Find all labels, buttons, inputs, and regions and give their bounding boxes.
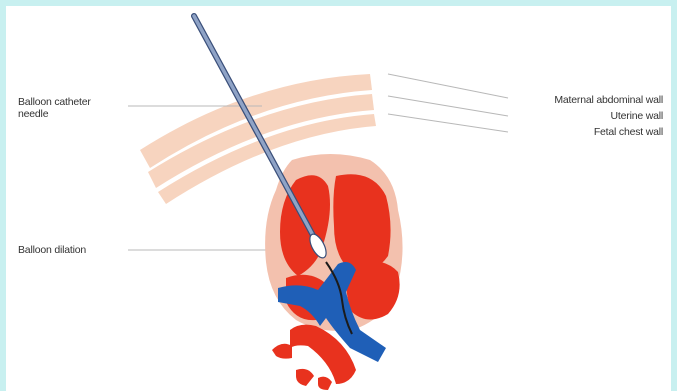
vessel-branch-left bbox=[272, 344, 292, 359]
vessel-branch-mid bbox=[318, 377, 332, 390]
label-balloon-catheter-needle-line2: needle bbox=[18, 108, 91, 120]
label-fetal-chest-wall: Fetal chest wall bbox=[483, 126, 663, 138]
vessel-branch-bottom bbox=[296, 369, 314, 386]
label-uterine-wall: Uterine wall bbox=[483, 110, 663, 122]
label-balloon-catheter-needle-line1: Balloon catheter bbox=[18, 96, 91, 108]
label-balloon-dilation: Balloon dilation bbox=[18, 244, 86, 256]
label-balloon-catheter-needle: Balloon catheter needle bbox=[18, 96, 91, 120]
label-maternal-abdominal-wall: Maternal abdominal wall bbox=[483, 94, 663, 106]
